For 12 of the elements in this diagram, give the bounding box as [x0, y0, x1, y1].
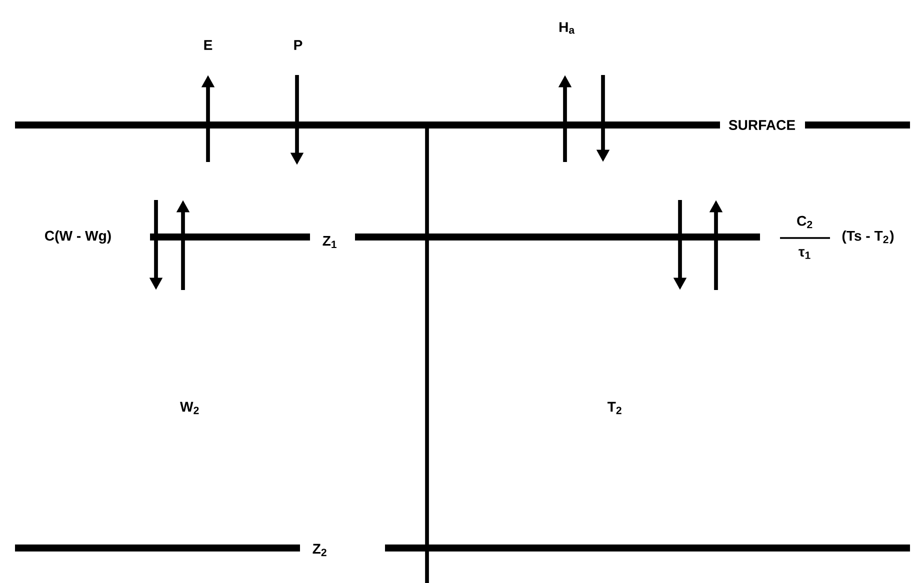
layer-label: Z$_{1}$: [320, 233, 340, 251]
flux-label: τ$_{1}$: [796, 246, 814, 262]
flux-label: (Ts - T$_{2}$): [839, 228, 897, 246]
flux-label: C(W - Wg): [42, 228, 114, 246]
flux-label: C$_{2}$: [794, 213, 816, 231]
label-text: H$_{a}$: [556, 20, 578, 36]
layer-label: W$_{2}$: [177, 399, 203, 417]
layer-label: T$_{2}$: [604, 399, 626, 417]
label-text: P: [290, 38, 306, 52]
label-text: E: [200, 38, 216, 52]
layer-label: SURFACE: [726, 117, 798, 133]
layer-label: Z$_{2}$: [310, 541, 330, 559]
